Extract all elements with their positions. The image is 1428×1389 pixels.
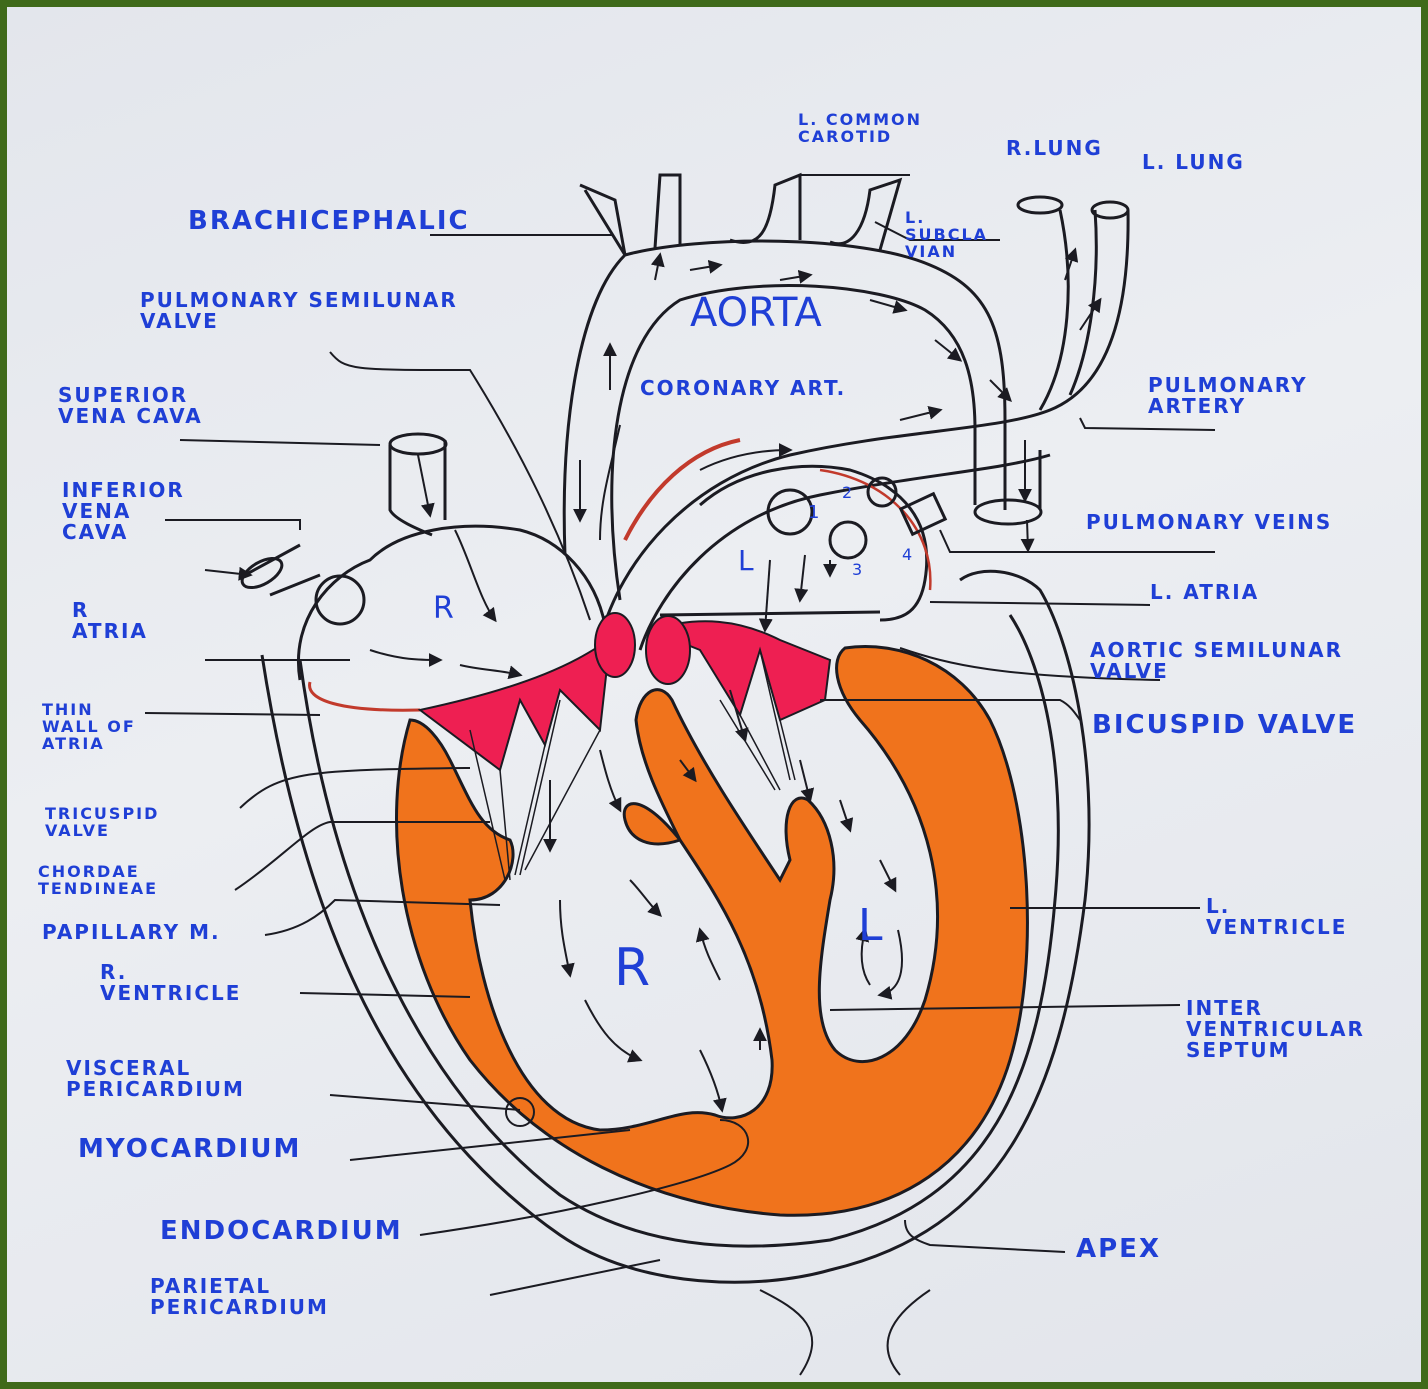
label-rv-chamber: R <box>614 938 650 998</box>
subclavian-branch <box>830 180 900 250</box>
label-brachicephalic: BRACHICEPHALIC <box>188 208 470 235</box>
pv-mark-3: 3 <box>852 560 862 579</box>
label-apex: APEX <box>1076 1236 1161 1263</box>
label-pulmonary-artery: PULMONARY ARTERY <box>1148 375 1308 417</box>
label-l-common-carotid: L. COMMON CAROTID <box>798 112 922 146</box>
pv-mark-4: 4 <box>902 545 912 564</box>
label-endocardium: ENDOCARDIUM <box>160 1218 403 1245</box>
pulmonary-vein-tube <box>901 494 945 535</box>
pulmonary-semilunar-valve-ring <box>595 613 635 677</box>
label-r-ventricle: R. VENTRICLE <box>100 962 241 1004</box>
label-papillary-m: PAPILLARY M. <box>42 922 221 943</box>
l-lung-vessel-end <box>1092 202 1128 218</box>
ivc-opening <box>237 552 286 593</box>
label-aortic-semilunar-valve: AORTIC SEMILUNAR VALVE <box>1090 640 1343 682</box>
label-interventricular-septum: INTER VENTRICULAR SEPTUM <box>1186 998 1365 1061</box>
label-aorta: AORTA <box>690 292 822 334</box>
label-ra-chamber: R <box>433 591 454 626</box>
right-atrium-thin-wall <box>310 682 420 710</box>
label-l-atria: L. ATRIA <box>1150 582 1259 603</box>
brachiocephalic-branch <box>580 175 680 255</box>
label-myocardium: MYOCARDIUM <box>78 1136 301 1163</box>
carotid-branch <box>730 175 800 243</box>
label-pulmonary-semilunar-valve: PULMONARY SEMILUNAR VALVE <box>140 290 458 332</box>
label-lv-chamber: L <box>858 900 883 951</box>
label-visceral-pericardium: VISCERAL PERICARDIUM <box>66 1058 245 1100</box>
label-coronary-art: CORONARY ART. <box>640 378 846 399</box>
descending-aorta-end <box>975 500 1041 524</box>
left-atrium-red-edge <box>820 470 930 590</box>
label-chordae-tendineae: CHORDAE TENDINEAE <box>38 864 158 898</box>
tricuspid-valve <box>420 640 610 770</box>
aortic-semilunar-valve-ring <box>646 616 690 684</box>
label-r-lung: R.LUNG <box>1006 138 1103 159</box>
svc-opening <box>390 434 446 454</box>
pulmonary-trunk <box>600 210 1128 650</box>
pv-mark-2: 2 <box>842 483 852 502</box>
label-l-subclavian: L. SUBCLA VIAN <box>905 210 988 260</box>
label-superior-vena-cava: SUPERIOR VENA CAVA <box>58 385 203 427</box>
r-lung-vessel-end <box>1018 197 1062 213</box>
label-parietal-pericardium: PARIETAL PERICARDIUM <box>150 1276 329 1318</box>
pulmonary-vein-port-1 <box>768 490 812 534</box>
pv-mark-1: 1 <box>808 502 819 523</box>
label-l-lung: L. LUNG <box>1142 152 1245 173</box>
label-l-ventricle: L. VENTRICLE <box>1206 896 1347 938</box>
label-pulmonary-veins: PULMONARY VEINS <box>1086 512 1332 533</box>
label-la-chamber: L <box>738 544 754 577</box>
label-inferior-vena-cava: INFERIOR VENA CAVA <box>62 480 185 543</box>
label-tricuspid-valve: TRICUSPID VALVE <box>45 806 159 840</box>
label-r-atria: R ATRIA <box>72 600 148 642</box>
pulmonary-vein-port-2 <box>830 522 866 558</box>
label-thin-wall-of-atria: THIN WALL OF ATRIA <box>42 702 136 752</box>
label-bicuspid-valve: BICUSPID VALVE <box>1092 712 1357 739</box>
ivc-junction-circle <box>316 576 364 624</box>
